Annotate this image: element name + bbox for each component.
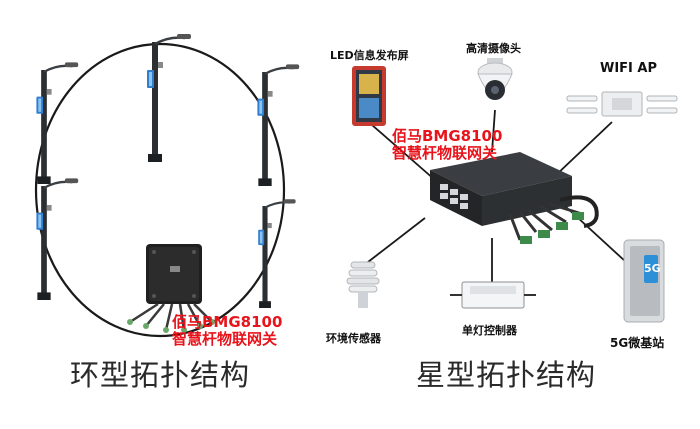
star-gateway-device [430, 152, 599, 244]
link-env-sensor [367, 217, 426, 263]
ring-link [34, 42, 286, 338]
ring-pole-upper-left [35, 61, 80, 186]
wifi-ap-device [566, 91, 678, 117]
env-sensor-label: 环境传感器 [326, 332, 381, 345]
led-screen-label: LED信息发布屏 [330, 49, 409, 62]
base-station-badge: 5G [644, 262, 661, 275]
ring-topology-title: 环型拓扑结构 [70, 358, 251, 392]
ring-gateway-label-line1: 佰马BMG8100 [172, 313, 283, 331]
camera-device [477, 58, 513, 100]
ring-gateway-label-line2: 智慧杆物联网关 [172, 330, 278, 348]
star-topology [346, 58, 678, 323]
ring-pole-top [145, 32, 193, 164]
ring-topology [34, 32, 301, 338]
led-screen-device [352, 66, 386, 126]
ring-pole-upper-right [256, 63, 301, 188]
env-sensor-device [346, 261, 380, 308]
ring-gateway-device [127, 244, 215, 333]
ring-pole-lower-right [257, 198, 297, 310]
base-station-label: 5G微基站 [610, 336, 665, 350]
star-gateway-label-line2: 智慧杆物联网关 [392, 144, 498, 162]
lamp-controller-label: 单灯控制器 [462, 324, 517, 337]
link-wifi-ap [554, 121, 613, 177]
base-station-device [623, 239, 665, 323]
ring-pole-lower-left [35, 177, 80, 302]
star-gateway-label-line1: 佰马BMG8100 [392, 127, 503, 145]
star-gateway-label: 佰马BMG8100 智慧杆物联网关 [392, 128, 502, 162]
link-led-screen [371, 124, 436, 181]
ring-gateway-label: 佰马BMG8100 智慧杆物联网关 [172, 314, 282, 348]
camera-label: 高清摄像头 [466, 42, 521, 55]
wifi-ap-label: WIFI AP [600, 61, 658, 76]
lamp-controller-device [450, 281, 536, 309]
star-topology-title: 星型拓扑结构 [416, 358, 597, 392]
link-camera [491, 109, 496, 153]
